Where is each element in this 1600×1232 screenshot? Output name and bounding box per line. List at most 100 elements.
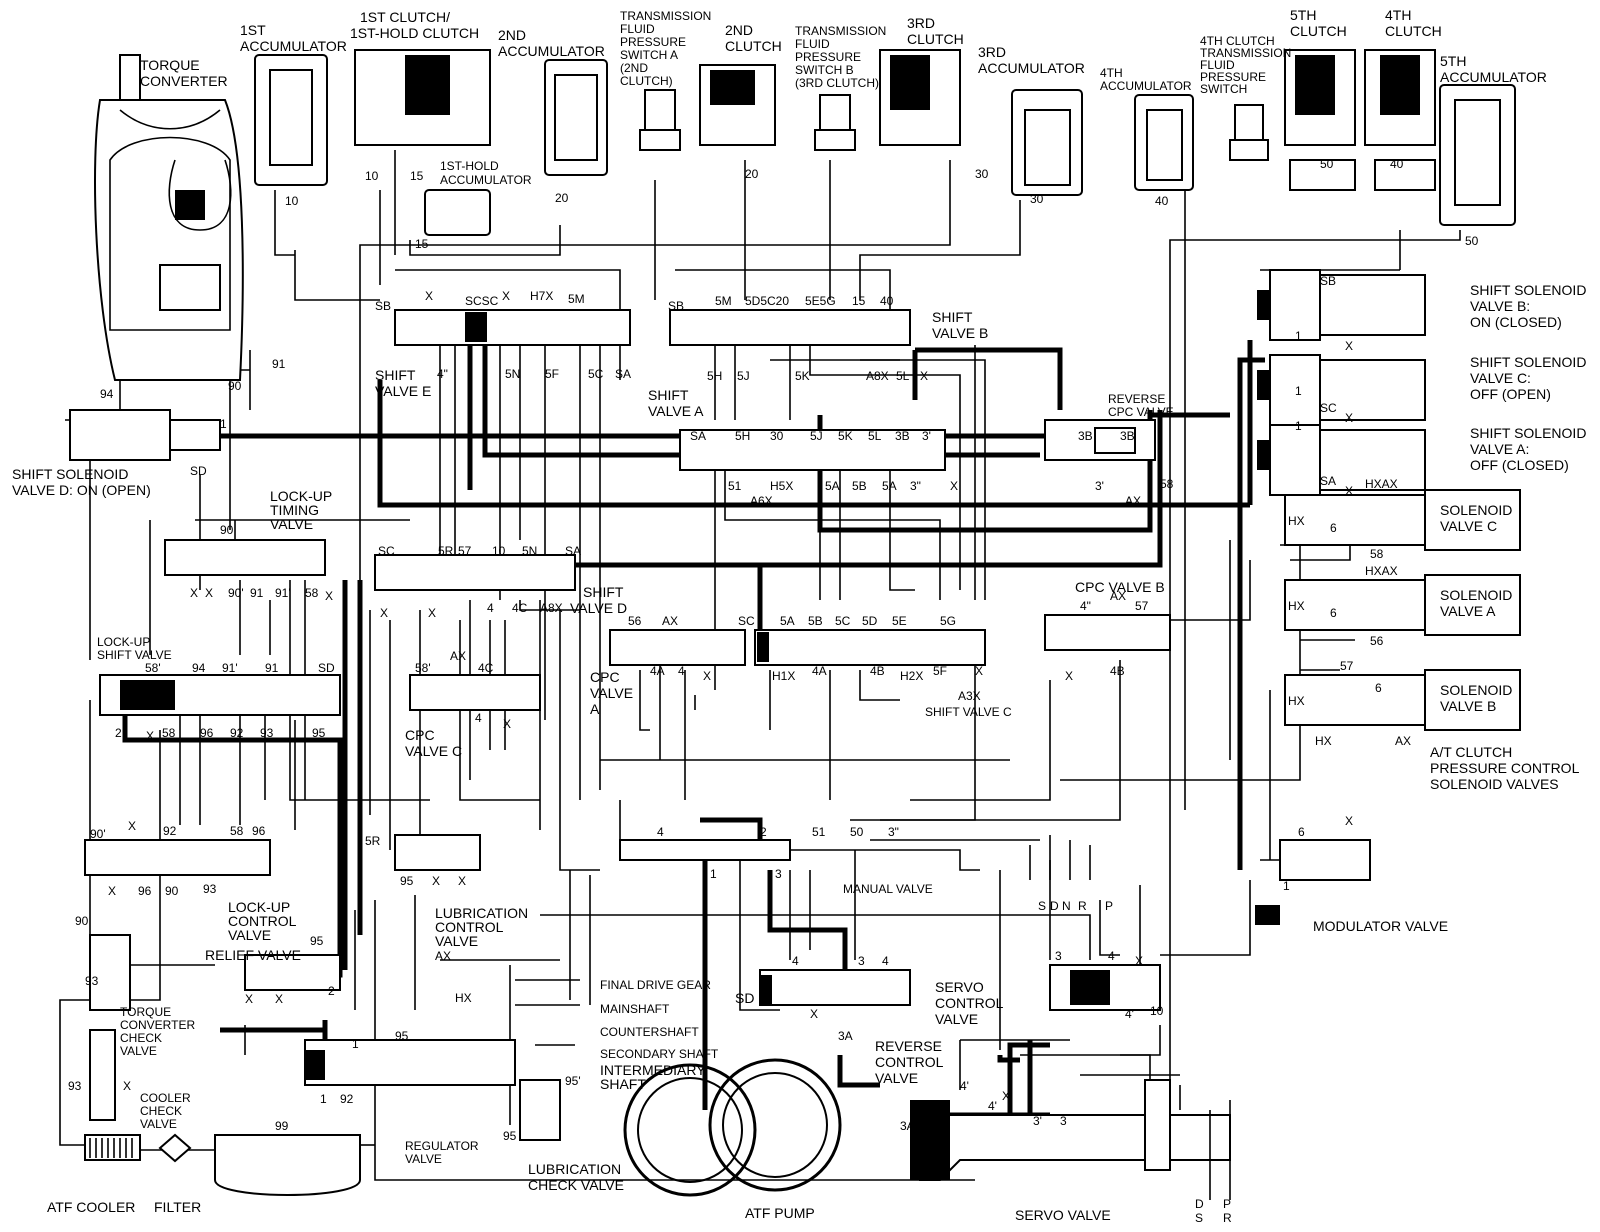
port-label: 40: [880, 294, 894, 308]
port-label: 50: [1320, 157, 1334, 171]
port-label: 1: [1295, 384, 1302, 398]
port-label: A6X: [750, 494, 773, 508]
port-label: 58: [305, 586, 319, 600]
shift-position-label: D: [1050, 899, 1059, 913]
port-label: 96: [252, 824, 266, 838]
port-label: 4A: [650, 664, 665, 678]
port-label: 4: [882, 954, 889, 968]
port-label: H1X: [772, 669, 795, 683]
port-label: H5X: [770, 479, 793, 493]
port-label: 4B: [870, 664, 885, 678]
servo-valve: [910, 1054, 1231, 1200]
port-label: X: [1065, 669, 1073, 683]
port-label: 1: [1283, 879, 1290, 893]
port-label: 95': [565, 1074, 581, 1088]
port-label: 57: [1340, 659, 1354, 673]
port-label: 2: [328, 984, 335, 998]
shift-position-label: P: [1105, 899, 1113, 913]
port-label: AX: [1395, 734, 1411, 748]
servo-position-label: S: [1195, 1211, 1203, 1225]
port-label: 90: [228, 379, 242, 393]
port-label: 96: [138, 884, 152, 898]
port-label: 4: [475, 711, 482, 725]
port-label: X: [810, 1007, 818, 1021]
port-label: X: [425, 289, 433, 303]
port-label: 4: [678, 664, 685, 678]
port-label: X: [1345, 411, 1353, 425]
shift-position-label: R: [1078, 899, 1087, 913]
port-label: 4": [1080, 599, 1091, 613]
port-label: 10: [365, 169, 379, 183]
port-label: 5J: [810, 429, 823, 443]
port-label: 5R: [365, 834, 381, 848]
label-final-drive-gear: FINAL DRIVE GEAR: [600, 978, 711, 992]
port-label: 95: [312, 726, 326, 740]
port-label: 3': [1033, 1114, 1042, 1128]
port-label: 5N: [522, 544, 537, 558]
port-label: 40: [1390, 157, 1404, 171]
port-label: SA: [690, 429, 706, 443]
port-label: 6: [1298, 825, 1305, 839]
port-label: X: [325, 589, 333, 603]
port-label: 91: [250, 586, 264, 600]
port-label: 30: [770, 429, 784, 443]
port-label: 99: [275, 1119, 289, 1133]
port-label: 3': [922, 429, 931, 443]
shift-solenoids: [69, 269, 1426, 496]
port-label: 90: [220, 523, 234, 537]
port-label: 90: [165, 884, 179, 898]
cooler-filter-reservoir: [84, 1133, 361, 1196]
port-label: 95: [503, 1129, 517, 1143]
port-label: X: [1345, 339, 1353, 353]
port-label: 90': [90, 827, 106, 841]
servo-position-label: R: [1223, 1211, 1232, 1225]
port-label: SA: [1320, 474, 1336, 488]
port-label: SD: [318, 661, 335, 675]
port-label: 91: [272, 357, 286, 371]
port-label: X: [245, 992, 253, 1006]
shift-position-label: S: [1038, 899, 1046, 913]
port-label: 4': [1125, 1007, 1134, 1021]
port-label: 92: [340, 1092, 354, 1106]
servo-position-label: P: [1223, 1197, 1231, 1211]
port-label: 57: [1135, 599, 1149, 613]
port-label: 4: [487, 601, 494, 615]
port-label: 5F: [545, 367, 559, 381]
port-label: 3: [1055, 949, 1062, 963]
port-label: 58': [145, 661, 161, 675]
label-modulator-valve: MODULATOR VALVE: [1313, 918, 1448, 934]
port-label: 1: [1295, 329, 1302, 343]
port-label: 5H: [707, 369, 722, 383]
clutch-packs: [354, 49, 1436, 191]
port-label: 50: [850, 825, 864, 839]
port-label: X: [380, 606, 388, 620]
port-label: SD: [735, 990, 754, 1006]
port-label: X: [1135, 954, 1143, 968]
port-label: A3X: [958, 689, 981, 703]
port-label: SB: [668, 299, 684, 313]
port-label: 5G: [940, 614, 956, 628]
port-label: 91: [265, 661, 279, 675]
label-servo-valve: SERVO VALVE: [1015, 1207, 1111, 1223]
port-label: SD: [190, 464, 207, 478]
port-label: 3: [1060, 1114, 1067, 1128]
port-label: 5N: [505, 367, 520, 381]
port-label: X: [1345, 484, 1353, 498]
hydraulic-passages: [59, 150, 1461, 1181]
port-label: 4: [792, 954, 799, 968]
port-label: 10: [492, 544, 506, 558]
port-label: 58: [162, 726, 176, 740]
